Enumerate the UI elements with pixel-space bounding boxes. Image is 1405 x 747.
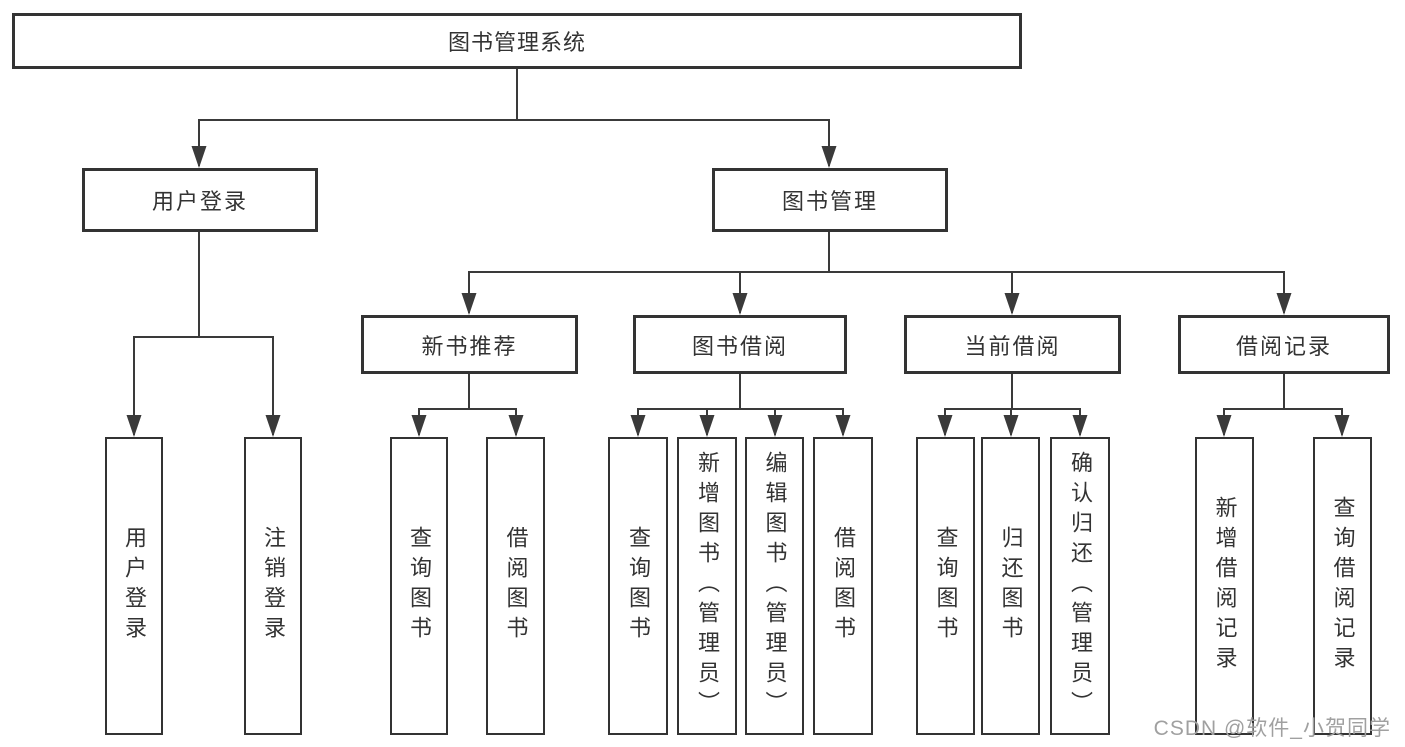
node-user-login: 用户登录: [82, 168, 318, 232]
leaf-current-query-books: 查询图书: [916, 437, 975, 735]
leaf-logout: 注销登录: [244, 437, 302, 735]
leaf-newbook-query-books: 查询图书: [390, 437, 448, 735]
node-library-management-system: 图书管理系统: [12, 13, 1022, 69]
leaf-newbook-borrow-books: 借阅图书: [486, 437, 545, 735]
leaf-borrow-add-books-admin: 新增图书（管理员）: [677, 437, 737, 735]
watermark: CSDN @软件_小贺同学: [1153, 717, 1391, 740]
node-book-borrowing: 图书借阅: [633, 315, 847, 374]
leaf-user-login: 用户登录: [105, 437, 163, 735]
leaf-borrow-borrow-books: 借阅图书: [813, 437, 873, 735]
node-book-management: 图书管理: [712, 168, 948, 232]
leaf-borrow-edit-books-admin: 编辑图书（管理员）: [745, 437, 804, 735]
node-borrowing-records: 借阅记录: [1178, 315, 1390, 374]
leaf-records-query-record: 查询借阅记录: [1313, 437, 1372, 735]
leaf-borrow-query-books: 查询图书: [608, 437, 668, 735]
node-new-book-recommendation: 新书推荐: [361, 315, 578, 374]
leaf-current-confirm-return-admin: 确认归还（管理员）: [1050, 437, 1110, 735]
leaf-current-return-books: 归还图书: [981, 437, 1040, 735]
connector-segments: [133, 68, 1343, 435]
node-current-borrowing: 当前借阅: [904, 315, 1121, 374]
leaf-records-add-record: 新增借阅记录: [1195, 437, 1254, 735]
